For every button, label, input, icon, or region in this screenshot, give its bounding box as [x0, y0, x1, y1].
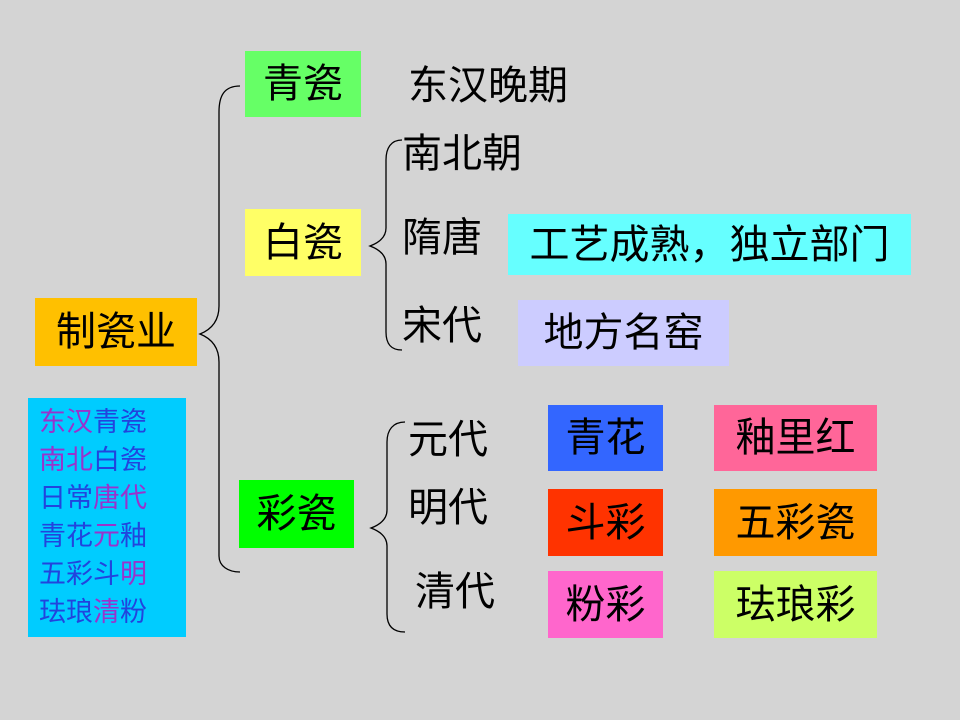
song-note-box: 地方名窑 — [518, 300, 729, 366]
mnemonic-segment: 清 — [93, 597, 120, 628]
mnemonic-line: 东汉青瓷 — [39, 404, 186, 442]
mnemonic-segment: 珐琅 — [39, 597, 93, 628]
root-box: 制瓷业 — [35, 298, 197, 366]
ware-qinghua-box: 青花 — [548, 405, 663, 471]
ware-doucai-box: 斗彩 — [548, 489, 663, 556]
color-period-qing: 清代 — [415, 569, 495, 615]
category-celadon-label: 青瓷 — [263, 61, 343, 107]
ware-falangcai-box: 珐琅彩 — [714, 571, 877, 638]
mnemonic-segment: 釉 — [120, 521, 147, 552]
white-period-nanbeichao: 南北朝 — [402, 131, 522, 177]
ware-fencai-box: 粉彩 — [548, 571, 663, 638]
mnemonic-box: 东汉青瓷 南北白瓷 日常唐代 青花元釉 五彩斗明 珐琅清粉 — [28, 398, 186, 637]
mnemonic-line: 青花元釉 — [39, 518, 186, 556]
ware-doucai-label: 斗彩 — [565, 499, 646, 546]
root-label: 制瓷业 — [56, 309, 176, 355]
category-white-box: 白瓷 — [245, 209, 361, 276]
celadon-period-label: 东汉晚期 — [408, 63, 568, 109]
mnemonic-segment: 青花 — [39, 521, 93, 552]
mnemonic-line: 日常唐代 — [39, 480, 186, 518]
mnemonic-line: 南北白瓷 — [39, 442, 186, 480]
mnemonic-segment: 明 — [120, 559, 147, 590]
mnemonic-segment: 元 — [93, 521, 120, 552]
ware-wucai-box: 五彩瓷 — [714, 489, 877, 556]
mnemonic-segment: 白瓷 — [93, 445, 147, 476]
mnemonic-segment: 青瓷 — [93, 407, 147, 438]
color-period-yuan: 元代 — [408, 417, 488, 463]
white-period-suitang: 隋唐 — [402, 215, 482, 261]
mnemonic-segment: 南北 — [39, 445, 93, 476]
suitang-note-label: 工艺成熟，独立部门 — [529, 221, 890, 268]
white-brace — [368, 139, 403, 351]
ware-youlihong-box: 釉里红 — [714, 405, 877, 471]
color-period-ming: 明代 — [408, 485, 488, 531]
mnemonic-segment: 唐代 — [93, 483, 147, 514]
root-brace — [198, 85, 241, 573]
category-color-label: 彩瓷 — [256, 491, 337, 537]
suitang-note-box: 工艺成熟，独立部门 — [508, 214, 911, 275]
mnemonic-line: 五彩斗明 — [39, 556, 186, 594]
ware-falangcai-label: 珐琅彩 — [735, 581, 856, 628]
ware-fencai-label: 粉彩 — [565, 581, 646, 628]
mnemonic-line: 珐琅清粉 — [39, 594, 186, 632]
song-note-label: 地方名窑 — [543, 310, 704, 356]
mnemonic-segment: 日常 — [39, 483, 93, 514]
color-brace — [369, 421, 406, 633]
category-celadon-box: 青瓷 — [245, 51, 361, 117]
mnemonic-segment: 东汉 — [39, 407, 93, 438]
ware-qinghua-label: 青花 — [565, 415, 646, 461]
ware-wucai-label: 五彩瓷 — [735, 499, 856, 546]
category-white-label: 白瓷 — [263, 219, 343, 266]
category-color-box: 彩瓷 — [239, 480, 354, 548]
mnemonic-segment: 粉 — [120, 597, 147, 628]
white-period-song: 宋代 — [402, 303, 482, 349]
ware-youlihong-label: 釉里红 — [735, 415, 856, 461]
mnemonic-segment: 五彩斗 — [39, 559, 120, 590]
